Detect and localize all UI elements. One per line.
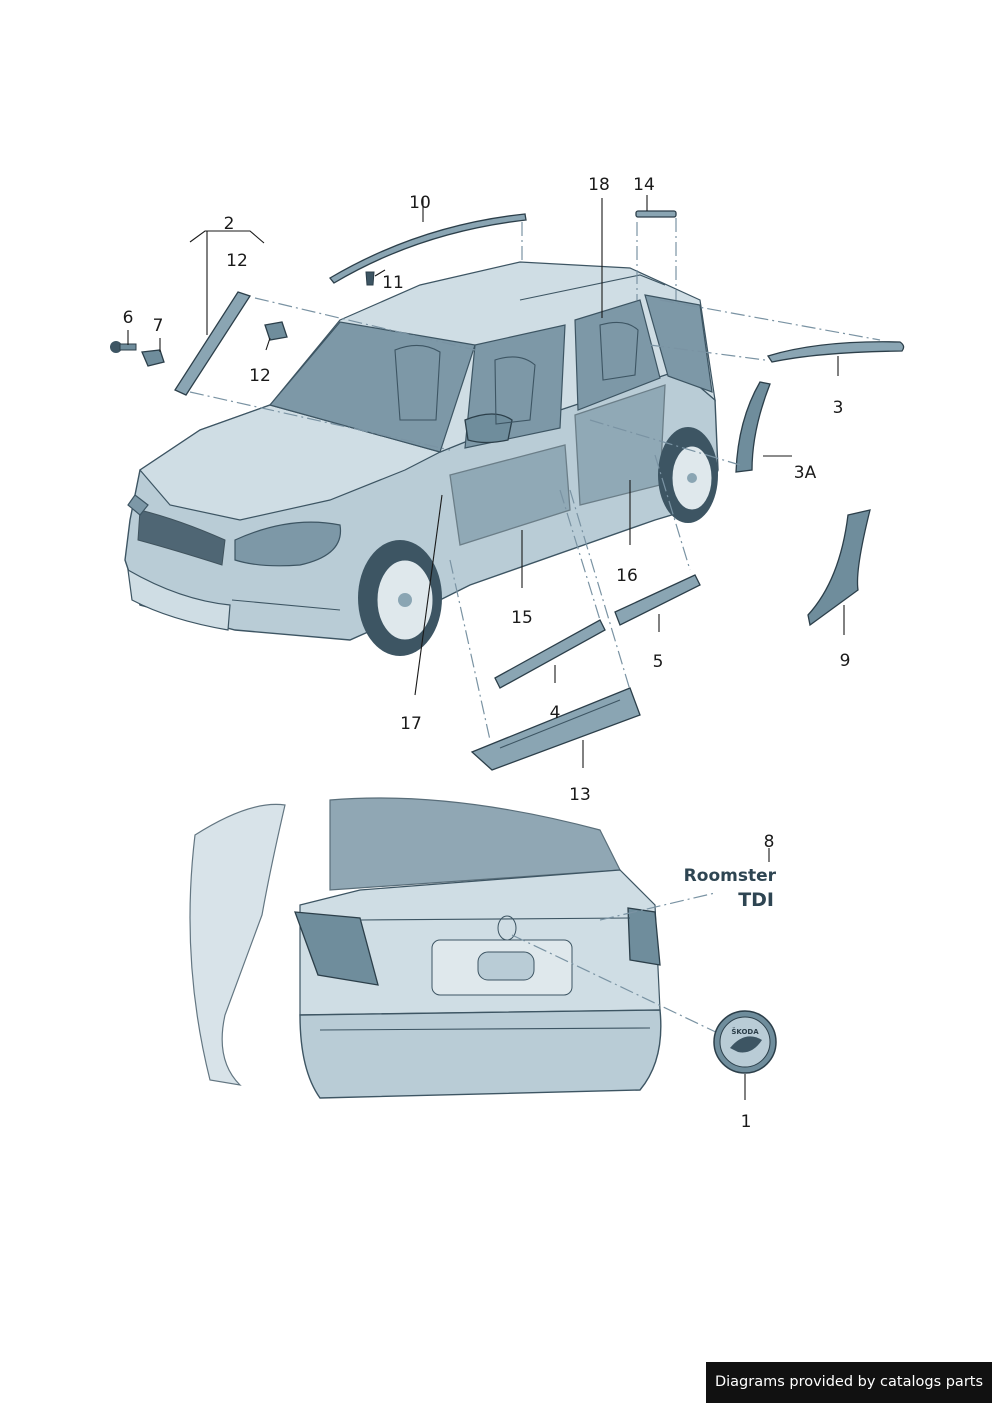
callout-9: 9 <box>840 651 851 671</box>
loose-parts <box>110 210 905 771</box>
callout-12-lower: 12 <box>249 366 271 386</box>
callout-14: 14 <box>633 175 655 195</box>
callout-labels: 1 2 3 3A 4 5 6 7 8 9 10 11 12 12 13 14 1… <box>123 175 851 1132</box>
callout-18: 18 <box>588 175 610 195</box>
callout-1: 1 <box>741 1112 752 1132</box>
car-front-side-view <box>124 261 719 656</box>
callout-7: 7 <box>153 316 164 336</box>
assembly-line-badge <box>599 892 716 921</box>
part-8-model-badge: Roomster TDI <box>684 866 777 911</box>
callout-11: 11 <box>382 273 404 293</box>
callout-5: 5 <box>653 652 664 672</box>
callout-2: 2 <box>224 214 235 234</box>
badge-line-1: Roomster <box>684 866 777 886</box>
part-9-trim <box>807 509 871 627</box>
callout-15: 15 <box>511 608 533 628</box>
leader-lines <box>127 195 845 1100</box>
footer-credit: Diagrams provided by catalogs parts <box>706 1362 992 1403</box>
part-4-moulding <box>494 619 606 689</box>
part-7-clip <box>141 349 165 367</box>
car-rear-view <box>189 797 662 1099</box>
part-11-clip <box>365 271 375 286</box>
part-14-moulding <box>635 210 677 218</box>
part-3a-trim <box>735 381 771 473</box>
callout-3: 3 <box>833 398 844 418</box>
part-6-screw <box>110 341 137 353</box>
callout-12-upper: 12 <box>226 251 248 271</box>
callout-8: 8 <box>764 832 775 852</box>
callout-3a: 3A <box>794 463 817 483</box>
part-12-clip <box>264 321 288 341</box>
part-13-sill-plate <box>470 687 641 771</box>
part-3-trim <box>766 341 905 363</box>
part-5-moulding <box>614 574 701 626</box>
callout-16: 16 <box>616 566 638 586</box>
assembly-line-emblem <box>511 934 723 1036</box>
emblem-text: ŠKODA <box>731 1027 759 1036</box>
callout-13: 13 <box>569 785 591 805</box>
callout-10: 10 <box>409 193 431 213</box>
part-2-pillar-trim <box>174 291 252 396</box>
callout-6: 6 <box>123 308 134 328</box>
badge-line-2: TDI <box>738 889 774 911</box>
callout-17: 17 <box>400 714 422 734</box>
part-10-roof-moulding <box>329 213 527 284</box>
callout-4: 4 <box>550 703 561 723</box>
assembly-lines <box>189 218 881 741</box>
part-1-emblem: ŠKODA <box>713 1010 777 1074</box>
